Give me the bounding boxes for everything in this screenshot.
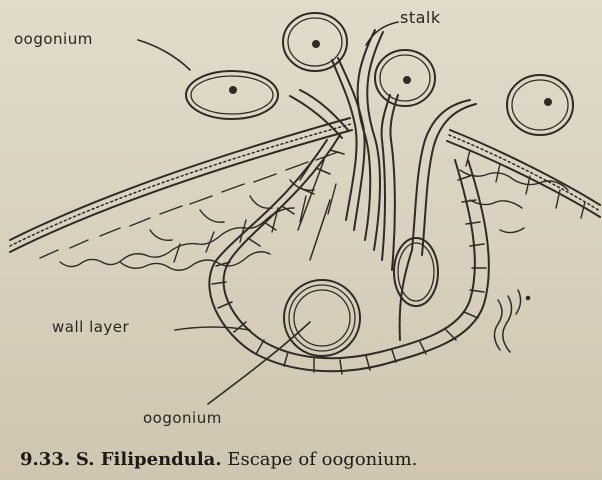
label-stalk: stalk bbox=[400, 8, 441, 27]
label-oogonium-top: oogonium bbox=[14, 30, 93, 48]
figure-caption: 9.33. S. Filipendula. Escape of oogonium… bbox=[20, 449, 417, 470]
caption-number: 9.33. bbox=[20, 449, 70, 470]
label-oogonium-bottom: oogonium bbox=[143, 409, 222, 427]
label-wall-layer: wall layer bbox=[52, 318, 129, 336]
caption-text: Escape of oogonium. bbox=[227, 449, 417, 470]
wavy-lines bbox=[494, 290, 529, 352]
thallus-left bbox=[10, 118, 352, 270]
stalks bbox=[290, 30, 476, 340]
caption-title: S. Filipendula. bbox=[76, 449, 222, 470]
